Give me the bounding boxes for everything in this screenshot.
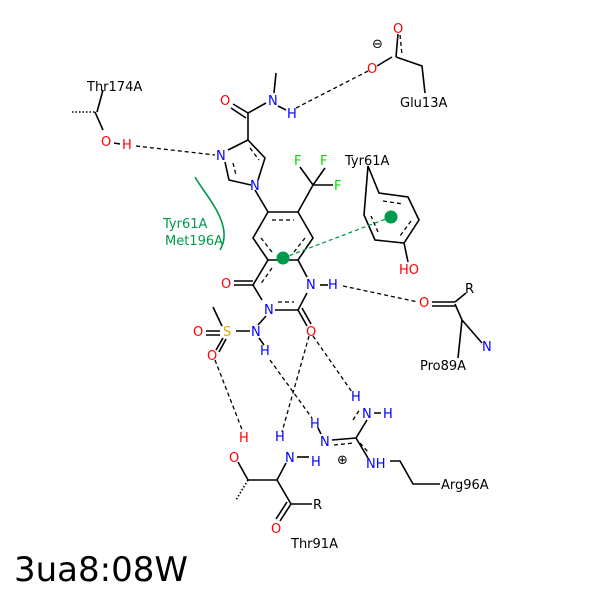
atom-n: N xyxy=(482,340,492,355)
atom-h: H xyxy=(328,278,338,293)
residue-label-tyr61a: Tyr61A xyxy=(344,154,389,169)
residue-label-thr91a: Thr91A xyxy=(290,537,338,552)
atom-f: F xyxy=(334,179,341,194)
atom-n: N xyxy=(285,451,295,466)
atom-h: H xyxy=(351,390,361,405)
atom-n: N xyxy=(251,325,261,340)
positive-charge-icon: ⊕ xyxy=(337,453,348,468)
pi-center-tyr61 xyxy=(384,210,398,224)
atom-o: O xyxy=(193,325,203,340)
hbond-thr174-imidazole xyxy=(135,145,216,156)
atom-labels: O O ⊖ N H O N N O H F F F O N H N O N H … xyxy=(101,22,492,537)
atom-f: F xyxy=(320,154,327,169)
atom-o: O xyxy=(393,22,403,37)
atom-r: R xyxy=(313,498,322,513)
atom-o: O xyxy=(101,135,111,150)
pi-center-ligand xyxy=(276,251,290,265)
atom-n: N xyxy=(268,94,278,109)
atom-o: O xyxy=(221,277,231,292)
bonds xyxy=(72,33,483,522)
hbond-nh-arg96 xyxy=(269,359,313,419)
atom-o: O xyxy=(419,296,429,311)
hbond-amide-glu13 xyxy=(295,69,371,109)
atom-n: N xyxy=(320,435,330,450)
atom-h: H xyxy=(287,107,297,122)
atom-f: F xyxy=(294,154,301,169)
residue-labels: Glu13A Thr174A Tyr61A Pro89A Thr91A Arg9… xyxy=(86,80,489,552)
atom-h: H xyxy=(310,417,320,432)
negative-charge-icon: ⊖ xyxy=(372,37,383,52)
atom-n: N xyxy=(362,407,372,422)
complex-id-title: 3ua8:08W xyxy=(14,550,188,590)
residue-label-glu13a: Glu13A xyxy=(400,96,447,111)
atom-o: O xyxy=(306,325,316,340)
atom-ho: HO xyxy=(399,263,419,278)
hbond-lines xyxy=(135,69,419,433)
residue-label-pro89a: Pro89A xyxy=(420,359,466,374)
hydrophobic-label-met196a: Met196A xyxy=(165,234,223,249)
hbond-so-thr91 xyxy=(214,359,244,433)
residue-label-arg96a: Arg96A xyxy=(441,478,489,493)
pi-stacking-line xyxy=(282,216,392,259)
hbond-co-thr91 xyxy=(281,335,310,433)
atom-o: O xyxy=(220,94,230,109)
atom-o: O xyxy=(271,522,281,537)
atom-n: N xyxy=(264,303,274,318)
atom-n: N xyxy=(306,278,316,293)
hbond-co-arg96 xyxy=(312,335,353,393)
atom-h: H xyxy=(275,430,285,445)
atom-h: H xyxy=(122,138,132,153)
hbond-nh-pro89 xyxy=(342,285,419,303)
atom-s: S xyxy=(223,325,231,340)
atom-o: O xyxy=(229,451,239,466)
atom-o: O xyxy=(367,62,377,77)
atom-o: O xyxy=(207,349,217,364)
hydrophobic-contact-arc xyxy=(194,176,225,251)
atom-h: H xyxy=(311,455,321,470)
atom-n: N xyxy=(216,149,226,164)
atom-h: H xyxy=(383,407,393,422)
atom-n: N xyxy=(250,179,260,194)
atom-nh: NH xyxy=(366,457,386,472)
residue-label-thr174a: Thr174A xyxy=(86,80,142,95)
hydrophobic-label-tyr61a: Tyr61A xyxy=(162,217,207,232)
atom-h: H xyxy=(260,344,270,359)
atom-h: H xyxy=(239,431,249,446)
atom-r: R xyxy=(465,282,474,297)
